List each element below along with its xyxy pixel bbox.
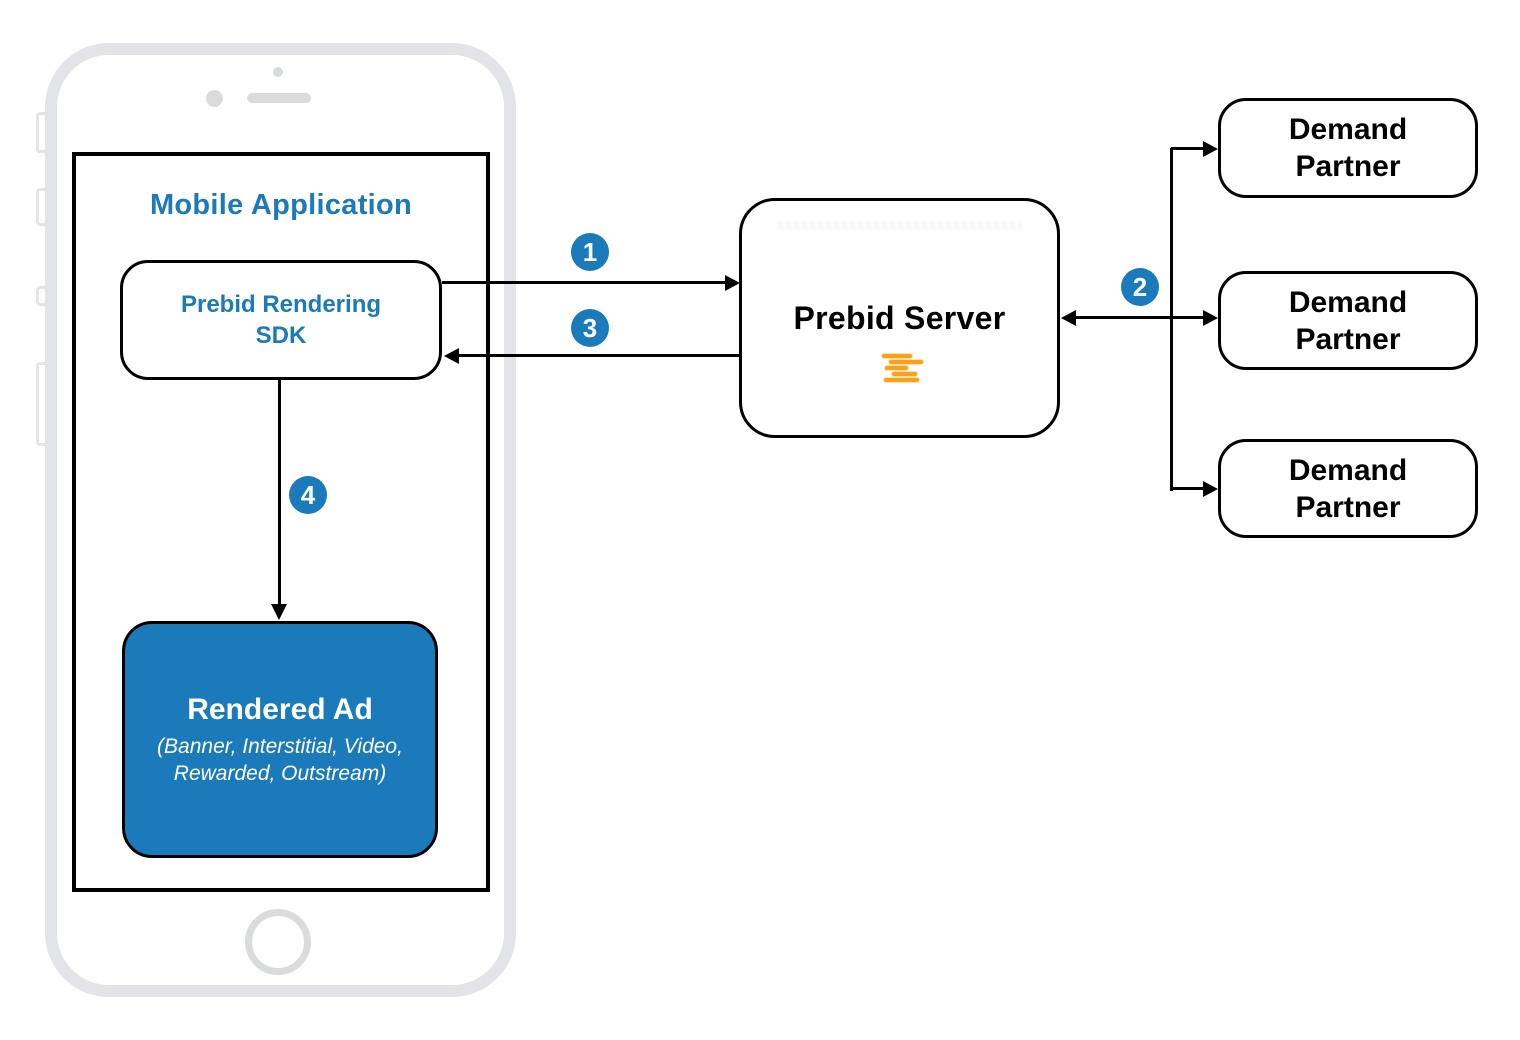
- prebid-server-box: [739, 198, 1060, 438]
- mobile-application-title: Mobile Application: [149, 189, 413, 221]
- flow-line-3: [458, 354, 739, 357]
- rendered-ad-subtitle-line2: Rewarded, Outstream): [173, 761, 387, 785]
- demand-partner-label-line2: Partner: [1295, 322, 1401, 356]
- phone-camera-icon: [206, 90, 223, 107]
- phone-speaker-icon: [247, 93, 311, 103]
- rendered-ad-box: Rendered Ad (Banner, Interstitial, Video…: [122, 621, 438, 858]
- phone-sensor-dot-icon: [273, 67, 283, 77]
- step-badge-4: 4: [289, 476, 327, 514]
- step-badge-3: 3: [571, 309, 609, 347]
- arrowhead-right-icon: [1203, 481, 1218, 497]
- demand-partner-box-3: Demand Partner: [1218, 439, 1478, 538]
- step-badge-2: 2: [1121, 268, 1159, 306]
- demand-partner-label-line1: Demand: [1288, 113, 1408, 146]
- flow-line-2: [1076, 316, 1203, 319]
- branch-line-top: [1171, 147, 1203, 150]
- arrowhead-left-icon: [1061, 310, 1076, 326]
- demand-branch-line: [1170, 148, 1173, 491]
- sdk-label-line2: SDK: [255, 322, 307, 349]
- prebid-server-label: Prebid Server: [793, 300, 1006, 336]
- arrowhead-right-icon: [725, 275, 740, 291]
- demand-partner-box-2: Demand Partner: [1218, 271, 1478, 370]
- prebid-logo-icon: [882, 354, 927, 382]
- rendered-ad-title: Rendered Ad: [187, 692, 373, 726]
- prebid-rendering-sdk-box: Prebid Rendering SDK: [120, 260, 442, 380]
- demand-partner-label-line1: Demand: [1288, 285, 1408, 319]
- step-badge-1: 1: [571, 233, 609, 271]
- faint-watermark: [778, 221, 1022, 231]
- demand-partner-label-line1: Demand: [1288, 453, 1408, 487]
- demand-partner-label-line2: Partner: [1295, 150, 1401, 183]
- arrowhead-right-icon: [1203, 310, 1218, 326]
- flow-line-4: [278, 380, 281, 606]
- rendered-ad-subtitle-line1: (Banner, Interstitial, Video,: [157, 734, 403, 758]
- flow-line-1: [442, 281, 725, 284]
- branch-line-bottom: [1171, 487, 1203, 490]
- demand-partner-box-1: Demand Partner: [1218, 98, 1478, 198]
- demand-partner-label-line2: Partner: [1295, 490, 1401, 524]
- arrowhead-down-icon: [271, 604, 287, 620]
- arrowhead-right-icon: [1203, 141, 1218, 157]
- sdk-label-line1: Prebid Rendering: [180, 291, 382, 318]
- phone-home-button-icon: [245, 909, 311, 975]
- arrowhead-left-icon: [444, 348, 459, 364]
